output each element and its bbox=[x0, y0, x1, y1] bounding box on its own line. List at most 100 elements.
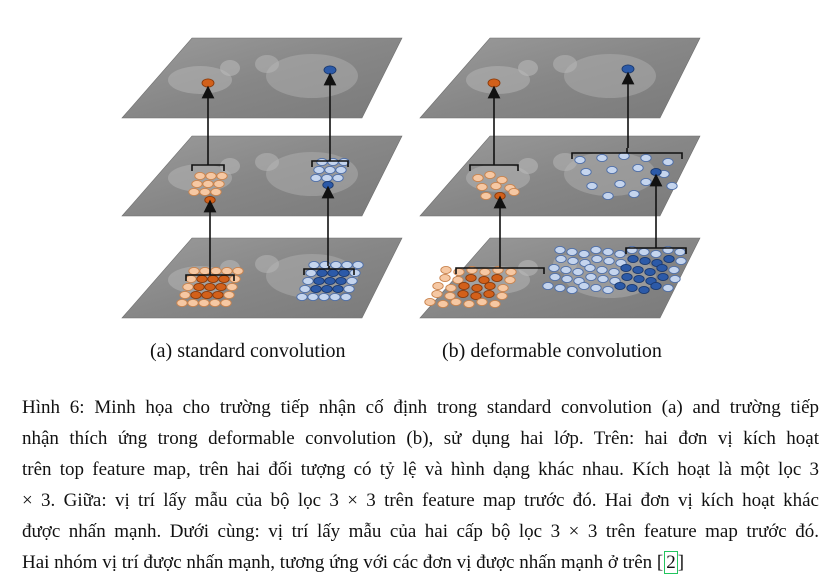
sampling-point bbox=[483, 290, 495, 298]
caption-text: Hai nhóm vị trí được nhấn mạnh, tương ứn… bbox=[22, 552, 664, 573]
caption-line: Hình 6: Minh họa cho trường tiếp nhận cố… bbox=[22, 397, 819, 418]
sampling-point bbox=[597, 275, 609, 283]
sampling-point bbox=[554, 284, 566, 292]
sampling-point bbox=[212, 291, 224, 299]
sampling-point bbox=[216, 172, 228, 180]
sampling-point bbox=[322, 181, 334, 189]
sampling-point bbox=[561, 275, 573, 283]
sampling-point bbox=[187, 299, 199, 307]
sampling-point bbox=[431, 290, 443, 298]
sampling-point bbox=[209, 299, 221, 307]
receptive-field-bracket bbox=[625, 244, 687, 254]
sampling-point bbox=[548, 264, 560, 272]
sampling-point bbox=[340, 293, 352, 301]
sampling-point bbox=[675, 257, 687, 265]
sampling-point bbox=[585, 273, 597, 281]
sampling-point bbox=[632, 266, 644, 274]
sampling-point bbox=[229, 275, 241, 283]
sampling-point bbox=[210, 267, 222, 275]
sampling-point bbox=[343, 285, 355, 293]
sampling-point bbox=[445, 284, 457, 292]
sampling-point bbox=[196, 275, 208, 283]
sampling-point bbox=[323, 65, 337, 75]
sampling-point bbox=[193, 283, 205, 291]
sampling-point bbox=[204, 196, 216, 204]
receptive-field-bracket bbox=[303, 266, 355, 275]
sampling-point bbox=[349, 269, 361, 277]
sampling-point bbox=[494, 192, 506, 200]
top-feature-map bbox=[419, 37, 701, 119]
sampling-point bbox=[332, 174, 344, 182]
receptive-field-bracket bbox=[469, 158, 519, 171]
lamb-head-silhouette bbox=[518, 60, 538, 76]
sampling-point bbox=[608, 268, 620, 276]
sampling-point bbox=[603, 257, 615, 265]
sampling-point bbox=[627, 255, 639, 263]
sampling-point bbox=[549, 273, 561, 281]
sampling-point bbox=[491, 274, 503, 282]
sampling-point bbox=[432, 282, 444, 290]
sampling-point bbox=[656, 264, 668, 272]
sampling-point bbox=[478, 276, 490, 284]
sampling-point bbox=[223, 291, 235, 299]
sampling-point bbox=[329, 293, 341, 301]
sampling-point bbox=[220, 299, 232, 307]
sampling-point bbox=[310, 174, 322, 182]
top-feature-map bbox=[121, 37, 403, 119]
sampling-point bbox=[572, 268, 584, 276]
sampling-point bbox=[606, 166, 618, 174]
sampling-point bbox=[202, 180, 214, 188]
sampling-point bbox=[628, 190, 640, 198]
sampling-point bbox=[505, 268, 517, 276]
sampling-point bbox=[640, 154, 652, 162]
sampling-point bbox=[554, 246, 566, 254]
sampling-point bbox=[644, 268, 656, 276]
sampling-point bbox=[307, 293, 319, 301]
sampling-point bbox=[591, 255, 603, 263]
sampling-point bbox=[440, 266, 452, 274]
sheep-head-silhouette bbox=[553, 153, 577, 171]
sampling-point bbox=[560, 266, 572, 274]
receptive-field-bracket bbox=[191, 158, 225, 171]
sampling-point bbox=[602, 192, 614, 200]
sampling-point bbox=[596, 266, 608, 274]
sampling-point bbox=[182, 283, 194, 291]
sampling-point bbox=[484, 171, 496, 179]
sampling-point bbox=[341, 261, 353, 269]
middle-feature-map bbox=[121, 135, 403, 217]
sheep-head-silhouette bbox=[255, 55, 279, 73]
sampling-point bbox=[578, 250, 590, 258]
sampling-point bbox=[318, 293, 330, 301]
sampling-point bbox=[199, 188, 211, 196]
receptive-field-bracket bbox=[455, 264, 545, 274]
sampling-point bbox=[580, 168, 592, 176]
sampling-point bbox=[633, 275, 645, 283]
sampling-point bbox=[316, 269, 328, 277]
sampling-point bbox=[210, 188, 222, 196]
sampling-point bbox=[176, 299, 188, 307]
caption-line: × 3. Giữa: vị trí lấy mẫu của bộ lọc 3 ×… bbox=[22, 490, 819, 511]
citation-link[interactable]: 2 bbox=[664, 551, 678, 574]
sampling-point bbox=[621, 64, 635, 74]
sampling-point bbox=[444, 292, 456, 300]
panel-standard-convolution bbox=[121, 37, 403, 319]
sampling-point bbox=[335, 277, 347, 285]
sampling-point bbox=[480, 192, 492, 200]
sampling-point bbox=[626, 284, 638, 292]
sampling-point bbox=[321, 285, 333, 293]
sampling-point bbox=[450, 298, 462, 306]
sampling-point bbox=[437, 300, 449, 308]
sampling-point bbox=[508, 188, 520, 196]
bottom-feature-map bbox=[121, 237, 403, 319]
sampling-point bbox=[185, 275, 197, 283]
sampling-point bbox=[586, 182, 598, 190]
sampling-point bbox=[490, 182, 502, 190]
sampling-point bbox=[316, 158, 328, 166]
sampling-point bbox=[639, 257, 651, 265]
sampling-point bbox=[305, 269, 317, 277]
receptive-field-bracket bbox=[185, 272, 235, 281]
sampling-point bbox=[335, 166, 347, 174]
sampling-point bbox=[666, 182, 678, 190]
sampling-point bbox=[578, 282, 590, 290]
feature-map-plane bbox=[121, 237, 403, 319]
